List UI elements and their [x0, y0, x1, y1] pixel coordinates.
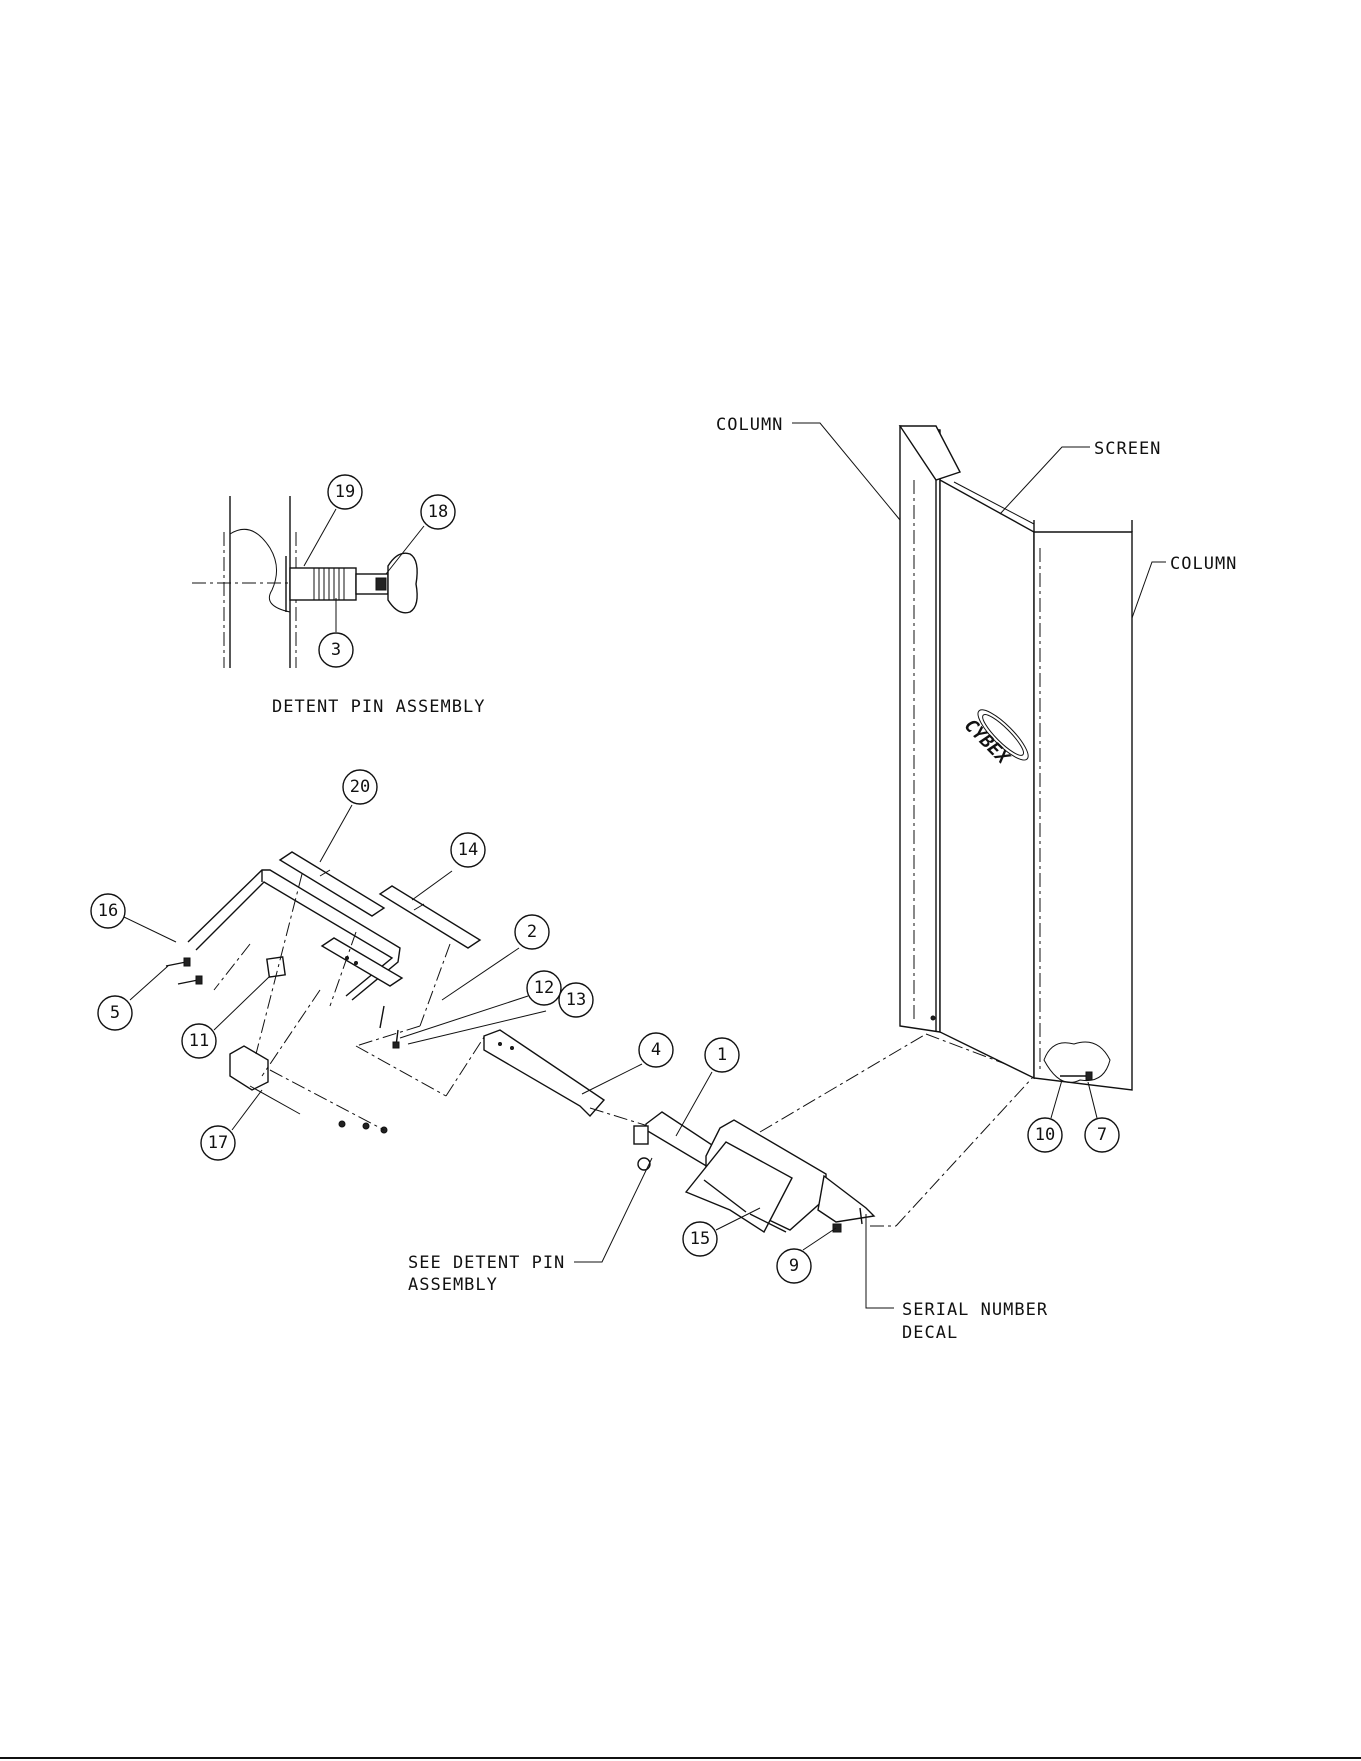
callout-19: 19: [328, 475, 362, 509]
callout-10: 10: [1028, 1118, 1062, 1152]
callout-14: 14: [451, 833, 485, 867]
callout-12: 12: [527, 971, 561, 1005]
callout-16: 16: [91, 894, 125, 928]
callout-4-label: 4: [651, 1040, 661, 1060]
callout-7-label: 7: [1097, 1125, 1107, 1145]
handle-assembly: [166, 852, 486, 1133]
callout-18-label: 18: [428, 502, 448, 522]
callout-1-label: 1: [717, 1045, 727, 1065]
label-serial-line2: DECAL: [902, 1323, 958, 1343]
label-detent-pin-assembly: DETENT PIN ASSEMBLY: [272, 697, 485, 717]
column-screen-unit: CYBEX: [900, 426, 1132, 1090]
callout-5: 5: [98, 996, 132, 1030]
detent-pin-assembly-inset: [192, 496, 417, 668]
callout-2-label: 2: [527, 922, 537, 942]
callout-4: 4: [639, 1033, 673, 1067]
callout-20-label: 20: [350, 777, 370, 797]
callout-9: 9: [777, 1249, 811, 1283]
callout-12-label: 12: [534, 978, 554, 998]
callout-14-label: 14: [458, 840, 478, 860]
callout-11-label: 11: [189, 1031, 209, 1051]
callout-13: 13: [559, 983, 593, 1017]
callout-2: 2: [515, 915, 549, 949]
callout-13-label: 13: [566, 990, 586, 1010]
callout-10-label: 10: [1035, 1125, 1055, 1145]
callout-17-label: 17: [208, 1133, 228, 1153]
callout-7: 7: [1085, 1118, 1119, 1152]
callout-20: 20: [343, 770, 377, 804]
callout-19-label: 19: [335, 482, 355, 502]
callout-16-label: 16: [98, 901, 118, 921]
callout-9-label: 9: [789, 1256, 799, 1276]
label-column-top: COLUMN: [716, 415, 783, 435]
callout-1: 1: [705, 1038, 739, 1072]
label-see-detent-line1: SEE DETENT PIN: [408, 1253, 565, 1273]
label-serial-line1: SERIAL NUMBER: [902, 1300, 1048, 1320]
label-screen: SCREEN: [1094, 439, 1161, 459]
callout-18: 18: [421, 495, 455, 529]
callout-5-label: 5: [110, 1003, 120, 1023]
callout-3-label: 3: [331, 640, 341, 660]
callout-15: 15: [683, 1222, 717, 1256]
base-frame: [484, 1030, 1034, 1232]
label-column-right: COLUMN: [1170, 554, 1237, 574]
callout-17: 17: [201, 1126, 235, 1160]
callout-15-label: 15: [690, 1229, 710, 1249]
label-see-detent-line2: ASSEMBLY: [408, 1275, 498, 1295]
callout-3: 3: [319, 633, 353, 667]
callout-11: 11: [182, 1024, 216, 1058]
